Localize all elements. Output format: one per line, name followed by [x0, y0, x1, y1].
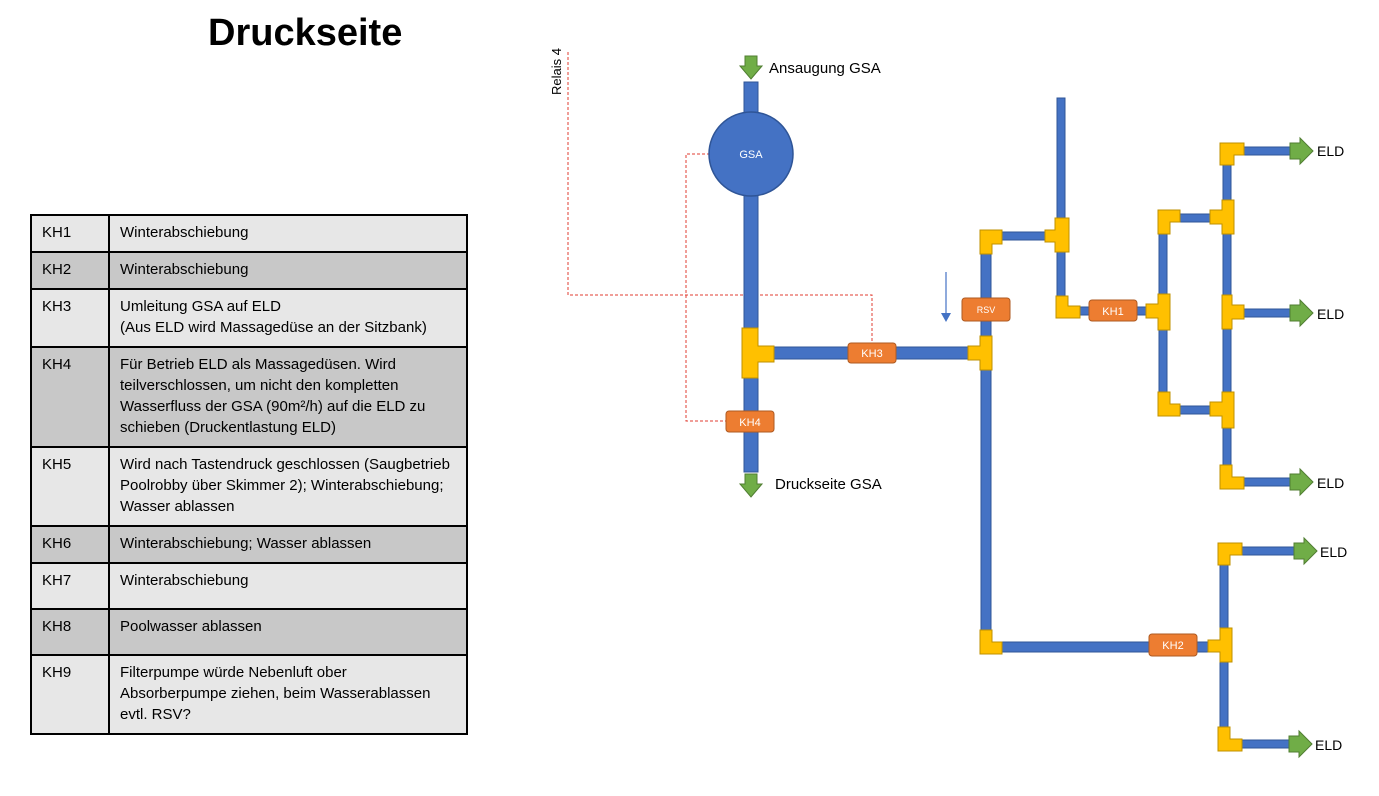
- outlet-label: Druckseite GSA: [775, 476, 882, 493]
- signal-lines: [567, 52, 873, 422]
- legend-description: Filterpumpe würde Nebenluft ober Absorbe…: [108, 654, 468, 735]
- eld-label-5: ELD: [1315, 737, 1342, 753]
- legend-code: KH5: [30, 446, 110, 527]
- tee-fitting-rsv: [967, 335, 993, 371]
- legend-description: Poolwasser ablassen: [108, 608, 468, 656]
- valves: [725, 297, 1198, 657]
- legend-description: Winterabschiebung: [108, 251, 468, 290]
- legend-description: Winterabschiebung: [108, 562, 468, 610]
- valve-kh3: [847, 342, 897, 364]
- tee-fitting-right-top: [1209, 199, 1235, 235]
- elbow-fitting-bottom-left: [979, 629, 1003, 655]
- eld-arrow-5: [1288, 729, 1313, 759]
- fittings: [741, 142, 1245, 752]
- tee-fitting-kh2: [1207, 627, 1233, 663]
- legend-code: KH2: [30, 251, 110, 290]
- eld-arrow-3: [1289, 467, 1314, 497]
- elbow-fitting-loop-bottom: [1157, 391, 1181, 417]
- pump-gsa: [708, 111, 794, 197]
- legend-code: KH4: [30, 346, 110, 448]
- tee-fitting-loop-middle: [1145, 293, 1171, 331]
- elbow-fitting-loop-top: [1157, 209, 1181, 235]
- eld-label-1: ELD: [1317, 143, 1344, 159]
- pump-gsa-label: GSA: [739, 149, 763, 161]
- tee-fitting-main: [741, 327, 775, 379]
- legend-code: KH3: [30, 288, 110, 348]
- eld-arrow-1: [1289, 136, 1314, 166]
- legend-code: KH7: [30, 562, 110, 610]
- legend-code: KH6: [30, 525, 110, 564]
- tee-fitting-right-bottom: [1209, 391, 1235, 429]
- legend-code: KH9: [30, 654, 110, 735]
- eld-label-2: ELD: [1317, 306, 1344, 322]
- intake-label: Ansaugung GSA: [769, 60, 881, 77]
- relais-label: Relais 4: [549, 48, 564, 95]
- legend-description: Winterabschiebung: [108, 214, 468, 253]
- page-title: Druckseite: [208, 12, 403, 54]
- outlet-arrow: [738, 473, 764, 498]
- elbow-fitting-eld5: [1217, 726, 1243, 752]
- valve-rsv-label: RSV: [977, 305, 996, 315]
- legend-description: Umleitung GSA auf ELD (Aus ELD wird Mass…: [108, 288, 468, 348]
- legend-description: Für Betrieb ELD als Massagedüsen. Wird t…: [108, 346, 468, 448]
- eld-arrow-2: [1289, 298, 1314, 328]
- legend-description: Winterabschiebung; Wasser ablassen: [108, 525, 468, 564]
- tee-fitting-eld2: [1221, 294, 1245, 330]
- legend-description: Wird nach Tastendruck geschlossen (Saugb…: [108, 446, 468, 527]
- valve-rsv: [961, 297, 1011, 322]
- elbow-fitting-eld1: [1219, 142, 1245, 166]
- relais-signal-line: [567, 52, 873, 344]
- intake-arrow: [738, 55, 764, 80]
- eld-label-3: ELD: [1317, 475, 1344, 491]
- legend-code: KH8: [30, 608, 110, 656]
- eld-label-4: ELD: [1320, 544, 1347, 560]
- valve-kh1: [1088, 299, 1138, 322]
- legend-code: KH1: [30, 214, 110, 253]
- elbow-fitting-top-left: [979, 229, 1003, 255]
- flow-direction-arrow-head: [941, 313, 951, 322]
- tee-fitting-top-riser: [1044, 217, 1070, 253]
- elbow-fitting-eld3: [1219, 464, 1245, 490]
- elbow-fitting-eld4: [1217, 542, 1243, 566]
- pipe-top-riser: [1056, 97, 1066, 309]
- valve-kh4-label: KH4: [739, 417, 760, 429]
- valve-kh2: [1148, 633, 1198, 657]
- valve-kh3-label: KH3: [861, 348, 882, 360]
- kh4-signal-line: [685, 153, 728, 422]
- eld-arrow-4: [1293, 536, 1318, 566]
- valve-kh1-label: KH1: [1102, 306, 1123, 318]
- valve-kh4: [725, 410, 775, 433]
- valve-kh2-label: KH2: [1162, 640, 1183, 652]
- elbow-fitting-kh1-start: [1055, 295, 1081, 319]
- flow-arrows: [738, 55, 1318, 759]
